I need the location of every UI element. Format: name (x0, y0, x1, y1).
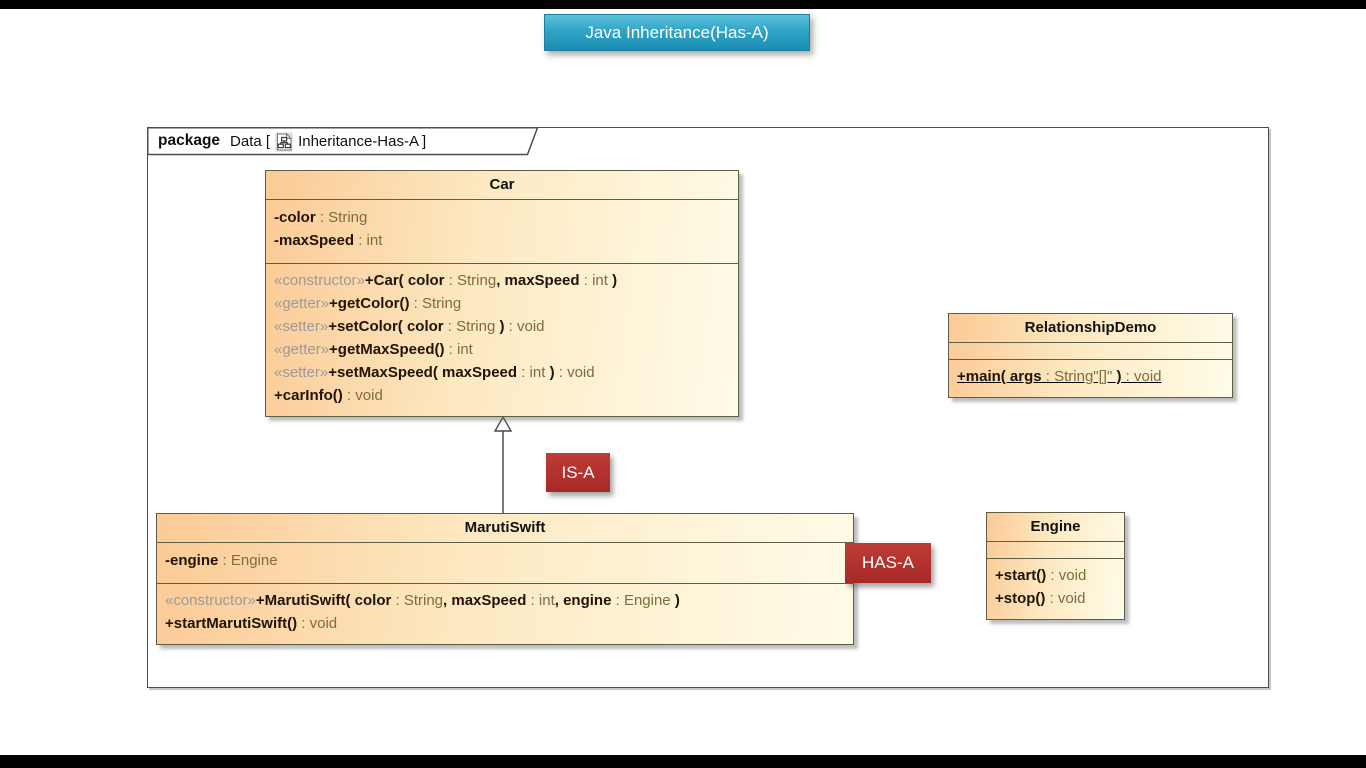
attributes-section (987, 541, 1124, 558)
member-line: +start() : void (995, 567, 1087, 584)
member-line: +main( args : String"[]" ) : void (957, 368, 1162, 385)
package-context: Data [ (230, 132, 271, 150)
class-name: MarutiSwift (464, 519, 546, 536)
class-engine: Engine +start() : void +stop() : void (986, 512, 1125, 620)
diagram-name: Inheritance-Has-A (298, 132, 419, 150)
member-line: -engine : Engine (165, 552, 278, 569)
member-line: «getter»+getMaxSpeed() : int (274, 341, 473, 358)
member-line: «constructor»+Car( color : String, maxSp… (274, 272, 618, 289)
hasa-label-text: HAS-A (862, 553, 914, 572)
attributes-section: -engine : Engine (157, 542, 853, 583)
top-black-bar (0, 0, 1366, 9)
class-name: RelationshipDemo (1024, 319, 1157, 336)
class-name: Car (489, 176, 515, 193)
inheritance-arrow (494, 416, 512, 513)
title-banner: Java Inheritance(Has-A) (544, 14, 810, 51)
package-frame (147, 127, 1269, 688)
bracket-close: ] (421, 132, 427, 150)
isa-label-text: IS-A (561, 462, 595, 482)
class-marutiswift: MarutiSwift -engine : Engine «constructo… (156, 513, 854, 645)
bottom-black-bar (0, 755, 1366, 768)
attributes-section (949, 342, 1232, 359)
title-text: Java Inheritance(Has-A) (585, 22, 769, 42)
member-line: «setter»+setColor( color : String ) : vo… (274, 318, 545, 335)
member-line: -maxSpeed : int (274, 232, 383, 249)
class-relationshipdemo: RelationshipDemo +main( args : String"[]… (948, 313, 1233, 398)
isa-label: IS-A (546, 453, 610, 492)
member-line: -color : String (274, 209, 368, 226)
hasa-label: HAS-A (845, 543, 931, 583)
package-keyword: package (158, 132, 221, 149)
member-line: +carInfo() : void (274, 387, 383, 404)
methods-section: +start() : void +stop() : void (987, 558, 1124, 619)
package-tab: package Data [ Inheritance-Has-A ] (147, 127, 527, 155)
class-car: Car -color : String -maxSpeed : int «cons… (265, 170, 739, 417)
member-line: «getter»+getColor() : String (274, 295, 462, 312)
package-tab-shape (147, 127, 539, 156)
member-line: «setter»+setMaxSpeed( maxSpeed : int ) :… (274, 364, 595, 381)
member-line: +startMarutiSwift() : void (165, 615, 338, 632)
attributes-section: -color : String -maxSpeed : int (266, 199, 738, 263)
diagram-icon (275, 132, 293, 151)
member-line: +stop() : void (995, 590, 1086, 607)
inheritance-triangle (494, 416, 512, 432)
methods-section: «constructor»+MarutiSwift( color : Strin… (157, 583, 853, 644)
methods-section: «constructor»+Car( color : String, maxSp… (266, 263, 738, 416)
class-name: Engine (1030, 518, 1081, 535)
methods-section: +main( args : String"[]" ) : void (949, 359, 1232, 397)
member-line: «constructor»+MarutiSwift( color : Strin… (165, 592, 680, 609)
